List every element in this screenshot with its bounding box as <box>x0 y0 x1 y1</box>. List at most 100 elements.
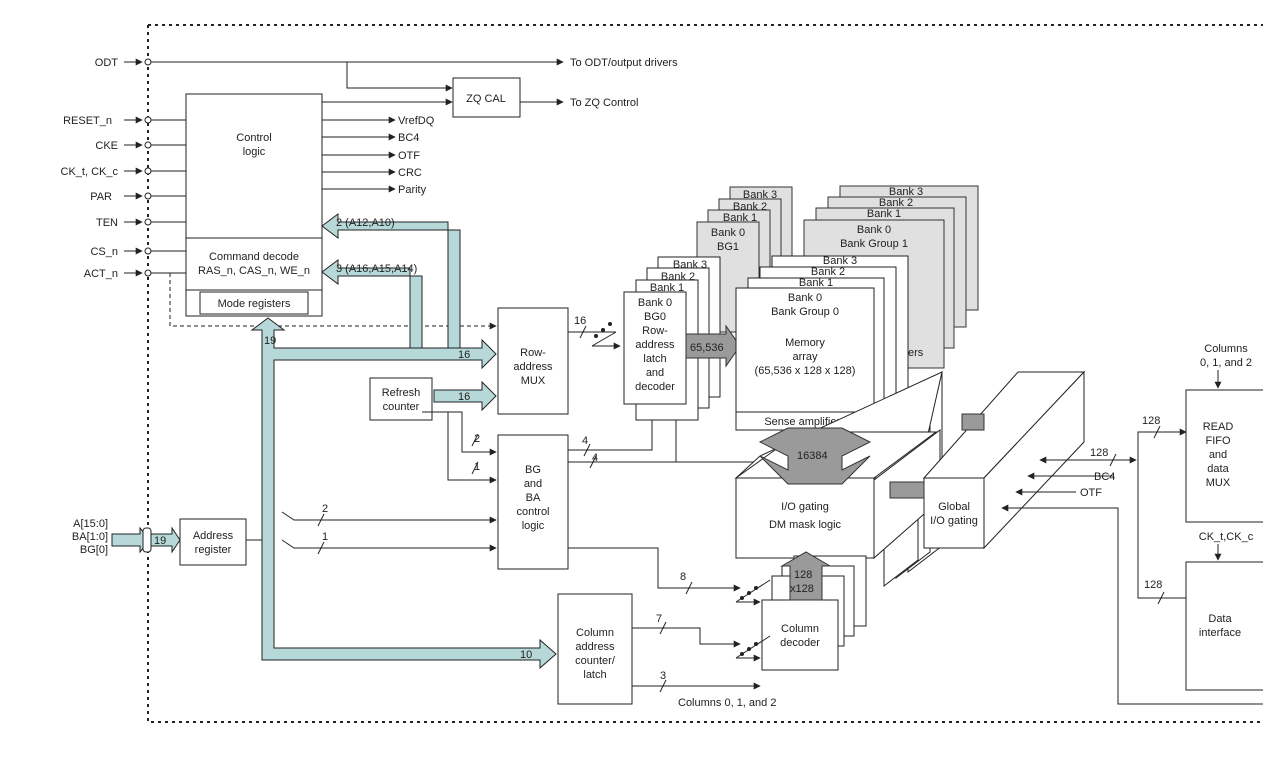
wire-128-a: 128 <box>1090 447 1108 459</box>
bg0-dec-6: and <box>646 367 664 379</box>
row-mux-label-1: Row- <box>520 347 546 359</box>
bg0-main-bank1: Bank 1 <box>799 277 833 289</box>
pin-cke: CKE <box>95 140 118 152</box>
bg1-bank1: Bank 1 <box>867 208 901 220</box>
pin-ten: TEN <box>96 217 118 229</box>
global-io-label-1: Global <box>938 501 970 513</box>
bus-x128: x128 <box>790 583 814 595</box>
bg0-dec-2: BG0 <box>644 311 666 323</box>
control-logic-block <box>185 93 323 317</box>
bg1-dec-bank3: Bank 3 <box>743 189 777 201</box>
bg1-bank-group: Bank Group 1 <box>840 238 908 250</box>
memory-array-1: Memory <box>785 337 825 349</box>
columns-top-1: Columns <box>1204 343 1248 355</box>
output-to-odt: To ODT/output drivers <box>570 57 678 69</box>
right-otf: OTF <box>1080 487 1102 499</box>
bg0-bank1: Bank 1 <box>650 282 684 294</box>
bg0-dec-4: address <box>635 339 675 351</box>
col-counter-label-4: latch <box>583 669 606 681</box>
bus-19-mode: 19 <box>264 335 276 347</box>
read-fifo-label-1: READ <box>1203 421 1234 433</box>
col-counter-label-2: address <box>575 641 615 653</box>
column-counter-outputs: 7 3 Columns 0, 1, and 2 <box>632 613 776 709</box>
pin-act-n: ACT_n <box>84 268 118 280</box>
out-vrefdq: VrefDQ <box>398 115 435 127</box>
col-counter-label-1: Column <box>576 627 614 639</box>
row-mux-out: 16 <box>568 315 621 350</box>
global-io-gating: Global I/O gating <box>889 370 1086 550</box>
bg-control-wires: 2 1 2 1 <box>281 411 497 555</box>
wire-2-a: 2 <box>322 503 328 515</box>
output-to-zq: To ZQ Control <box>570 97 638 109</box>
wire-2-bg: 2 <box>474 433 480 445</box>
bg1-dec-bank1: Bank 1 <box>723 212 757 224</box>
columns-bottom: Columns 0, 1, and 2 <box>678 697 776 709</box>
io-gating-label-1: I/O gating <box>781 501 829 513</box>
bg1-bank3: Bank 3 <box>889 186 923 198</box>
address-register-label-2: register <box>195 544 232 556</box>
bg0-decoders: Bank 3 Bank 2 Bank 1 Bank 0 BG0 Row- add… <box>623 256 721 421</box>
bank-group-0-stack: Bank 3 Bank 2 Bank 1 Bank 0 Bank Group 0… <box>735 255 909 431</box>
bg0-dec-7: decoder <box>635 381 675 393</box>
bus-16-refresh: 16 <box>458 391 470 403</box>
out-otf: OTF <box>398 150 420 162</box>
control-logic-label-2: logic <box>243 146 266 158</box>
refresh-counter-label-1: Refresh <box>382 387 421 399</box>
wire-7: 7 <box>656 613 662 625</box>
bus-16384-arrow <box>758 427 872 485</box>
row-mux-label-3: MUX <box>521 375 546 387</box>
bus-128: 128 <box>794 569 812 581</box>
refresh-counter-block <box>369 377 433 421</box>
refresh-counter-label-2: counter <box>383 401 420 413</box>
pin-odt: ODT <box>95 57 119 69</box>
wire-128-c: 128 <box>1144 579 1162 591</box>
bus-128x128-arrow <box>780 551 832 601</box>
bus-a16-a14: 3 (A16,A15,A14) <box>336 263 417 275</box>
bus-19-addr: 19 <box>154 535 166 547</box>
bg1-partial: ers <box>908 347 924 359</box>
address-buses <box>111 213 557 670</box>
mode-registers-block <box>199 291 309 315</box>
bg1-dec-bg1: BG1 <box>717 241 739 253</box>
columns-top-2: 0, 1, and 2 <box>1200 357 1252 369</box>
wire-4-a: 4 <box>582 435 588 447</box>
read-fifo-label-3: and <box>1209 449 1227 461</box>
bg-ba-label-2: and <box>524 478 542 490</box>
row-address-mux-block <box>497 307 569 415</box>
bg-ba-label-3: BA <box>526 492 541 504</box>
bus-65536: 65,536 <box>690 342 724 354</box>
memory-array-2: array <box>792 351 818 363</box>
pin-reset-n: RESET_n <box>63 115 112 127</box>
out-bc4: BC4 <box>398 132 419 144</box>
bg-ba-label-4: control <box>516 506 549 518</box>
bg-ba-label-1: BG <box>525 464 541 476</box>
bus-10-col: 10 <box>520 649 532 661</box>
pin-bg: BG[0] <box>80 544 108 556</box>
pin-par: PAR <box>90 191 112 203</box>
memory-array-3: (65,536 x 128 x 128) <box>755 365 856 377</box>
bg0-dec-5: latch <box>643 353 666 365</box>
read-fifo-label-4: data <box>1207 463 1229 475</box>
control-outputs: VrefDQ BC4 OTF CRC Parity <box>322 98 453 196</box>
wire-4-b: 4 <box>592 452 598 464</box>
wire-128-b: 128 <box>1142 415 1160 427</box>
bg-ba-label-5: logic <box>522 520 545 532</box>
wire-1-a: 1 <box>322 531 328 543</box>
data-interface-label-1: Data <box>1208 613 1232 625</box>
device-boundary <box>147 24 1263 723</box>
global-io-label-2: I/O gating <box>930 515 978 527</box>
bg0-dec-1: Bank 0 <box>638 297 672 309</box>
bg0-main-bank0: Bank 0 <box>788 292 822 304</box>
wire-1-bg: 1 <box>474 461 480 473</box>
out-crc: CRC <box>398 167 422 179</box>
bg-ba-control-block <box>497 434 569 570</box>
pin-wires <box>124 58 564 330</box>
input-pins: ODT RESET_n CKE CK_t, CK_c PAR TEN CS_n … <box>61 57 119 556</box>
command-decode-label-1: Command decode <box>209 251 299 263</box>
pin-cs-n: CS_n <box>90 246 118 258</box>
sense-amplifiers: Sense amplifiers <box>764 416 846 428</box>
bus-16-mux: 16 <box>458 349 470 361</box>
mode-registers-label: Mode registers <box>218 298 291 310</box>
read-fifo-label-5: MUX <box>1206 477 1231 489</box>
